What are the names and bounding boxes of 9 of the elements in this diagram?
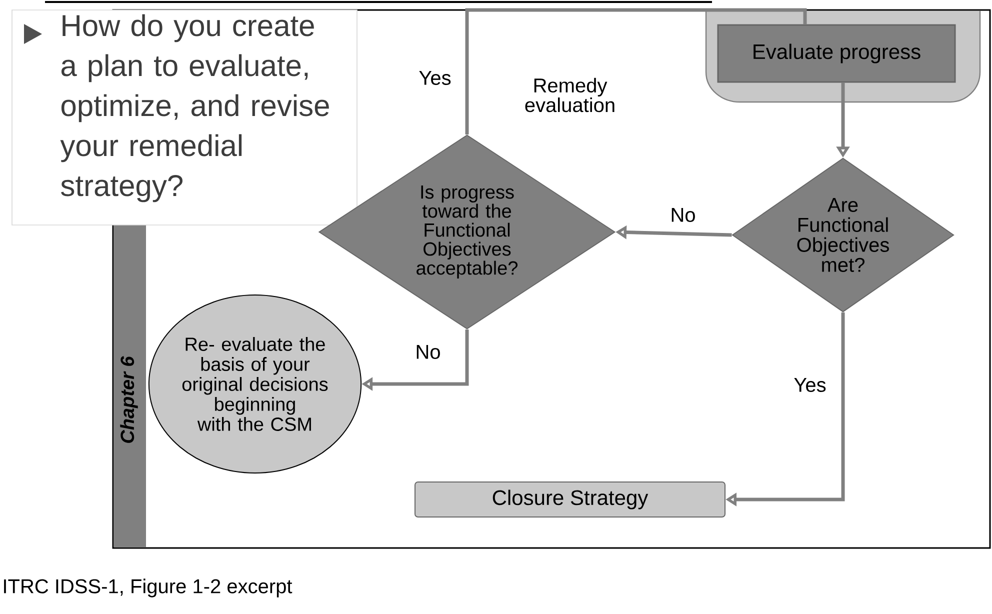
edge-label: No [672,208,695,222]
process-box: Closure Strategy [414,482,726,518]
note-text: Remedy evaluation [525,78,614,112]
edge-label: Yes [794,378,826,392]
question-box: How do you create a plan to evaluate, optimize, and revise your remedial strategy? [12,10,358,226]
caption: ITRC IDSS-1, Figure 1-2 excerpt [4,578,292,598]
edge-label: No [416,345,440,359]
edge-label: Yes [419,71,451,85]
process-box: Evaluate progress [705,11,981,103]
